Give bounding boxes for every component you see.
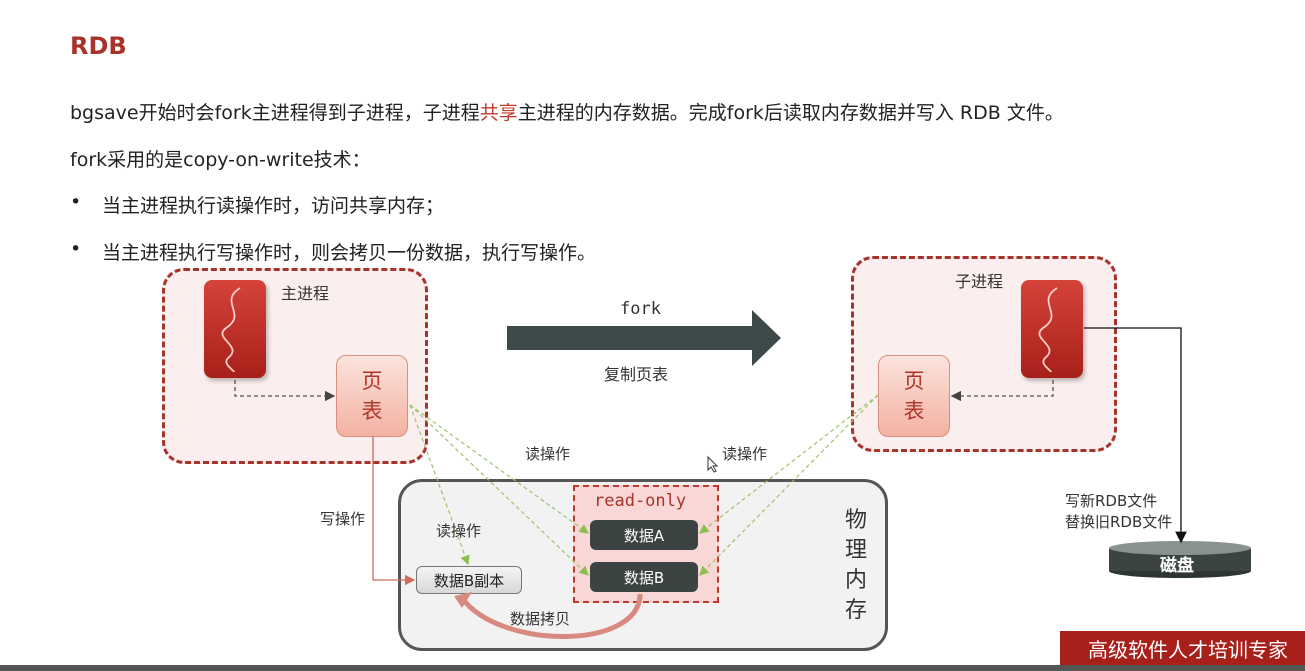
main-process-icon — [204, 280, 266, 378]
memory-char: 内 — [844, 568, 867, 593]
intro-line: bgsave开始时会fork主进程得到子进程，子进程共享主进程的内存数据。完成f… — [70, 98, 1064, 125]
page-table-char: 表 — [903, 399, 925, 423]
page-table-char: 页 — [903, 369, 925, 393]
copy-page-table-label: 复制页表 — [604, 365, 669, 384]
child-icon-to-table — [950, 380, 1054, 402]
main-page-table: 页 表 — [336, 355, 408, 437]
cow-line: fork采用的是copy-on-write技术： — [70, 149, 371, 171]
intro-line-highlight: 共享 — [479, 102, 518, 124]
memory-char: 存 — [844, 598, 867, 623]
intro-line-pre: bgsave开始时会fork主进程得到子进程，子进程 — [70, 102, 480, 124]
fork-arrow — [507, 310, 781, 366]
child-to-disk — [1084, 327, 1187, 544]
memory-char: 物 — [844, 508, 867, 533]
slide-title: RDB — [70, 32, 127, 60]
child-read-to-b — [699, 394, 879, 576]
bullet-dot: • — [70, 238, 82, 260]
main-read-to-b — [409, 404, 589, 576]
read-op-label-left: 读操作 — [525, 445, 571, 463]
mouse-cursor — [707, 455, 719, 473]
write-op-label: 写操作 — [320, 510, 366, 528]
child-page-table: 页 表 — [878, 355, 950, 437]
child-read-to-a — [699, 394, 879, 534]
page-table-char: 表 — [361, 399, 383, 423]
intro-line-post: 主进程的内存数据。完成fork后读取内存数据并写入 RDB 文件。 — [517, 102, 1064, 124]
main-read-to-a — [409, 404, 589, 534]
bullet-write: 当主进程执行写操作时，则会拷贝一份数据，执行写操作。 — [102, 242, 597, 264]
bullet-read: 当主进程执行读操作时，访问共享内存； — [102, 195, 445, 217]
data-a-block: 数据A — [590, 520, 698, 550]
bullet-dot: • — [70, 191, 82, 213]
memory-char: 理 — [844, 538, 867, 563]
data-b-block: 数据B — [590, 562, 698, 592]
child-process-icon — [1021, 280, 1083, 378]
main-read-to-copy — [409, 404, 470, 566]
read-op-label-right: 读操作 — [722, 445, 768, 463]
read-op-label-inner: 读操作 — [436, 522, 482, 540]
brand-banner: 高级软件人才培训专家 — [1060, 631, 1305, 665]
disk-label: 磁盘 — [1160, 556, 1194, 576]
child-process-label: 子进程 — [955, 272, 1004, 291]
main-icon-to-table — [234, 380, 336, 402]
brand-banner-text: 高级软件人才培训专家 — [1088, 637, 1288, 662]
disk-icon — [1109, 541, 1251, 578]
physical-memory-label: 物 理 内 存 — [843, 506, 869, 626]
page-table-char: 页 — [361, 369, 383, 393]
fork-label: fork — [620, 299, 661, 319]
write-op-line — [372, 437, 416, 586]
bottom-bar — [0, 665, 1305, 671]
read-only-label: read-only — [594, 491, 687, 511]
write-rdb-label: 写新RDB文件 — [1065, 492, 1158, 510]
data-copy-label: 数据拷贝 — [510, 610, 571, 628]
data-copy-arrow — [459, 593, 643, 639]
main-process-label: 主进程 — [281, 284, 330, 303]
replace-rdb-label: 替换旧RDB文件 — [1065, 513, 1173, 531]
